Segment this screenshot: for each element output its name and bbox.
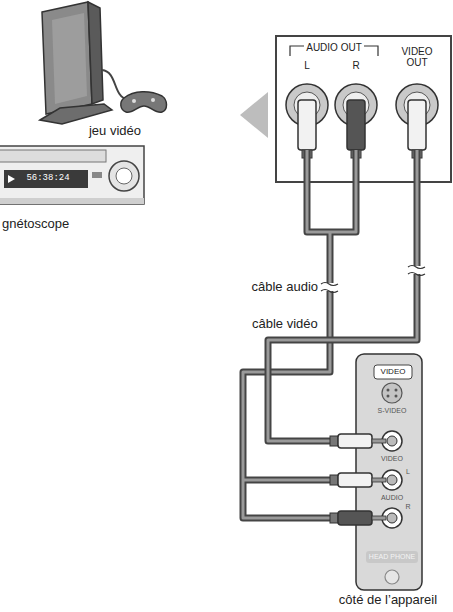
rca-plug [330,434,386,448]
output-panel [276,36,451,182]
vcr [0,146,144,204]
panel-label: HEAD PHONE [369,553,415,561]
jack-label: AUDIO [381,494,403,502]
jack-label: VIDEO OUT [400,46,434,68]
rca-jack [396,84,438,158]
rca-jack [286,84,328,158]
jack-label: AUDIO OUT [304,42,364,53]
rca-jack [335,84,377,158]
jack-label: VIDEO [381,455,403,463]
rca-plug [330,473,386,487]
device-name: jeu vidéo [89,124,141,138]
side-panel [330,354,422,590]
caption-label: côté de l’appareil [339,593,437,607]
cable-name: câble audio [250,280,321,294]
jack-label: S-VIDEO [378,407,407,415]
display-readout: 56:38:24 [26,174,69,184]
jack-label: R [352,60,359,71]
game-console [40,2,167,124]
rca-plug [330,511,386,525]
device-name: gnétoscope [2,217,69,231]
panel-label: VIDEO [381,368,406,377]
jack-label: L [304,60,310,71]
pointer-arrow [240,92,268,138]
jack-label: L [406,468,410,476]
cable-name: câble vidéo [250,317,320,331]
jack-label: R [405,503,410,511]
